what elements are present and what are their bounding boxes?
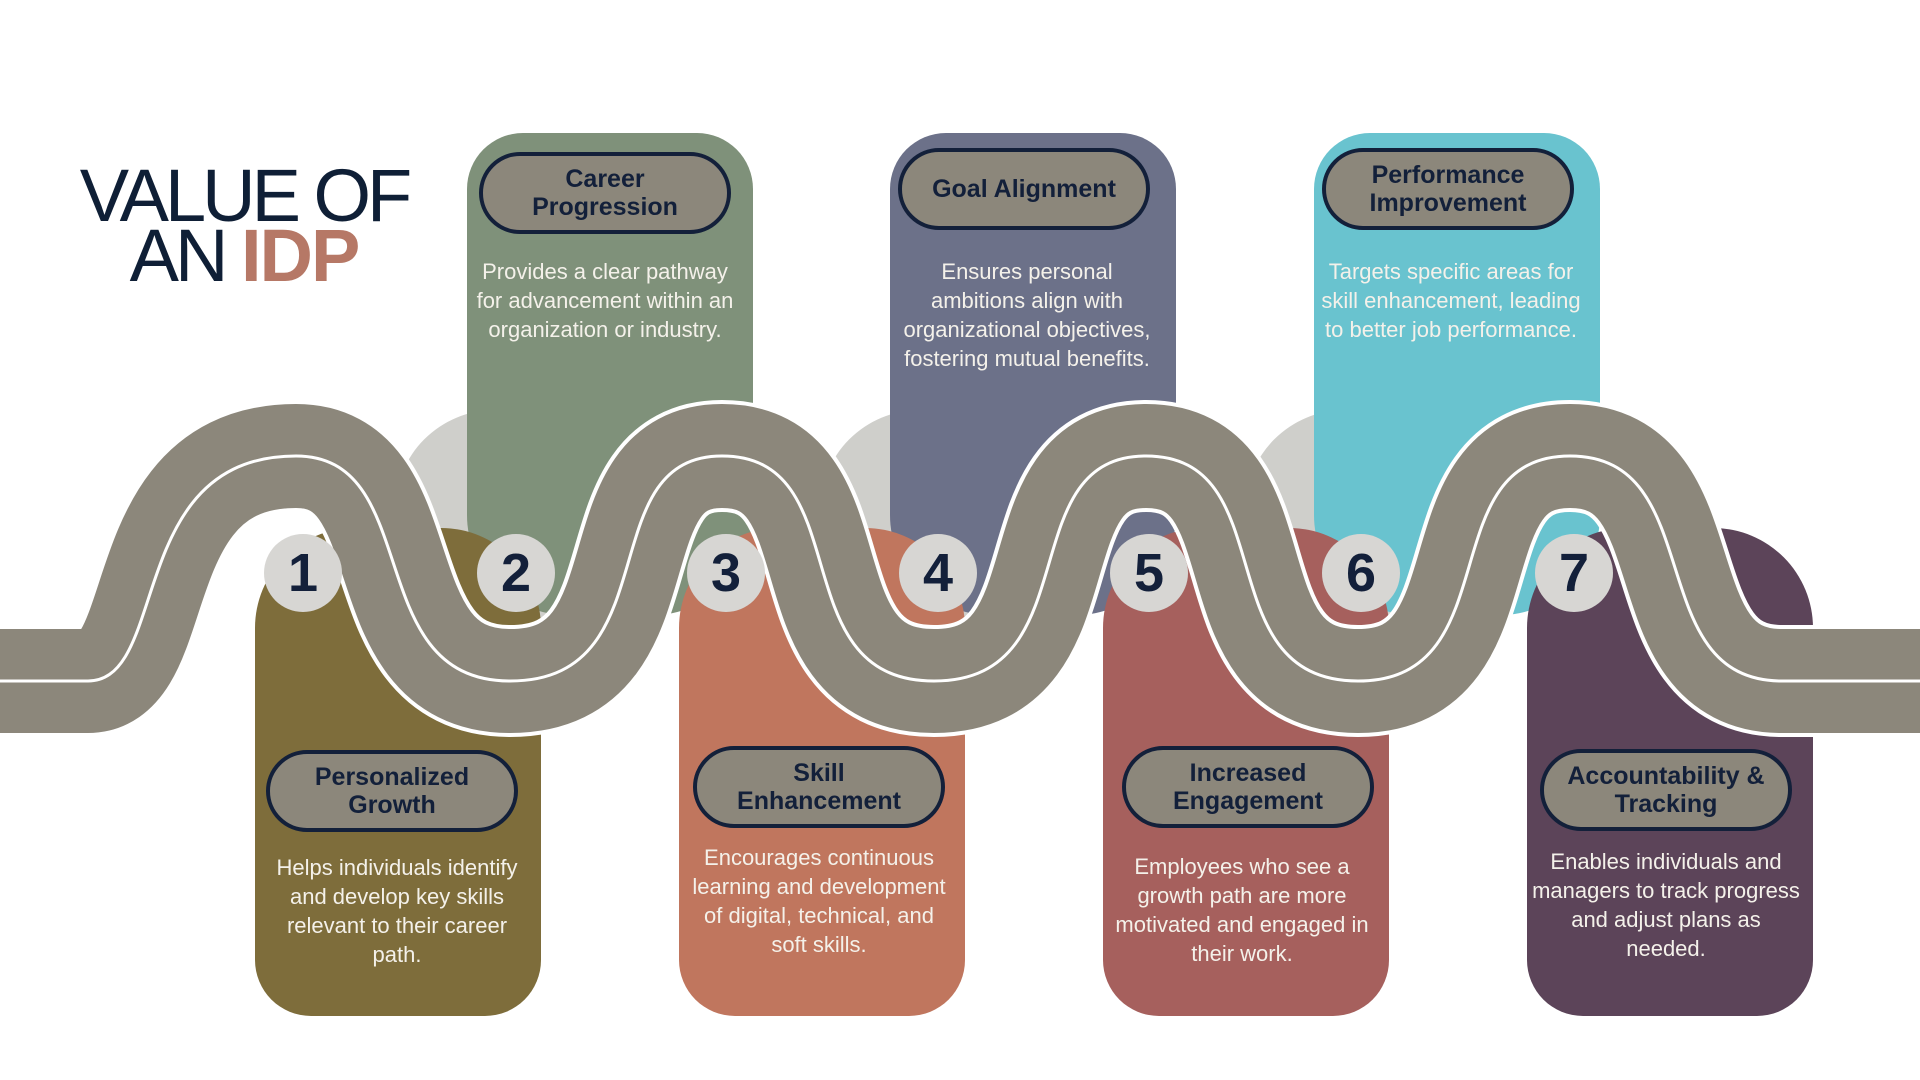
step-5-description: Employees who see a growth path are more… bbox=[1115, 854, 1369, 966]
step-1-number-badge: 1 bbox=[264, 534, 342, 612]
step-7-title: Accountability & Tracking bbox=[1540, 749, 1792, 831]
step-3-title: Skill Enhancement bbox=[693, 746, 945, 828]
step-1-description: Helps individuals identify and develop k… bbox=[276, 855, 518, 967]
step-4-number-badge: 4 bbox=[899, 534, 977, 612]
title-line-2: AN IDP bbox=[74, 219, 414, 293]
title-accent: IDP bbox=[241, 214, 360, 297]
step-6-title: Performance Improvement bbox=[1322, 148, 1574, 230]
step-7-description: Enables individuals and managers to trac… bbox=[1532, 849, 1800, 961]
road-lane-line bbox=[0, 454, 1920, 683]
step-2-description: Provides a clear pathway for advancement… bbox=[476, 259, 734, 342]
step-2-title: Career Progression bbox=[479, 152, 731, 234]
page-title: VALUE OF AN IDP bbox=[74, 154, 414, 293]
step-6-description: Targets specific areas for skill enhance… bbox=[1321, 259, 1581, 342]
step-6-number-badge: 6 bbox=[1322, 534, 1400, 612]
step-2-number-badge: 2 bbox=[477, 534, 555, 612]
step-4-title: Goal Alignment bbox=[898, 148, 1150, 230]
step-3-number-badge: 3 bbox=[687, 534, 765, 612]
step-5-title: Increased Engagement bbox=[1122, 746, 1374, 828]
title-line-1: VALUE OF bbox=[79, 154, 413, 237]
step-1-title: Personalized Growth bbox=[266, 750, 518, 832]
title-prefix: AN bbox=[129, 214, 241, 297]
step-5-number-badge: 5 bbox=[1110, 534, 1188, 612]
step-4-description: Ensures personal ambitions align with or… bbox=[903, 259, 1151, 371]
step-7-number-badge: 7 bbox=[1535, 534, 1613, 612]
step-3-description: Encourages continuous learning and devel… bbox=[692, 845, 946, 957]
